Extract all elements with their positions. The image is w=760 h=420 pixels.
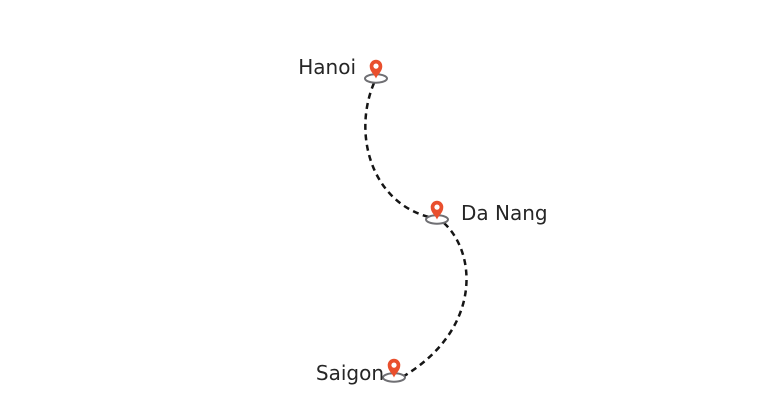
map-pin-hole [373,63,379,69]
city-marker-danang[interactable] [425,200,449,225]
map-pin-hole [434,204,440,210]
map-pin-icon [430,200,444,220]
city-marker-saigon[interactable] [382,358,406,383]
city-label-saigon: Saigon [316,361,384,385]
city-label-danang: Da Nang [461,201,548,225]
map-pin-icon [387,358,401,378]
map-pin-hole [391,362,397,368]
route-segment-danang-saigon [403,222,468,378]
city-marker-hanoi[interactable] [364,59,388,84]
map-pin-icon [369,59,383,79]
route-segment-hanoi-danang [364,82,434,220]
city-label-hanoi: Hanoi [298,55,356,79]
